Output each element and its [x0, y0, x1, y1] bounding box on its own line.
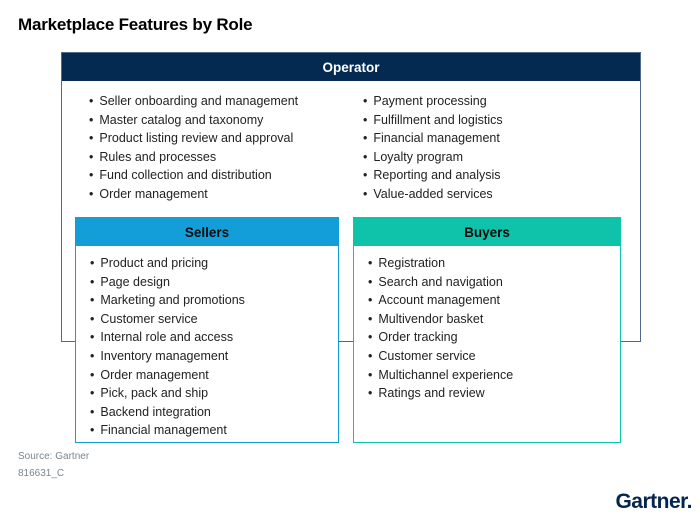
operator-features-left: Seller onboarding and managementMaster c…	[89, 92, 363, 204]
operator-header-label: Operator	[322, 59, 380, 75]
operator-features-right: Payment processingFulfillment and logist…	[363, 92, 613, 204]
buyers-header: Buyers	[354, 218, 620, 246]
list-item: Product and pricing	[90, 254, 338, 273]
page-title: Marketplace Features by Role	[18, 15, 253, 34]
document-id: 816631_C	[18, 468, 65, 479]
sellers-header: Sellers	[76, 218, 338, 246]
list-item: Order tracking	[368, 328, 620, 347]
list-item: Value-added services	[363, 185, 613, 204]
source-line: Source: Gartner	[18, 451, 90, 462]
list-item: Backend integration	[90, 403, 338, 422]
list-item: Product listing review and approval	[89, 129, 363, 148]
list-item: Multivendor basket	[368, 310, 620, 329]
buyers-box: Buyers RegistrationSearch and navigation…	[353, 217, 621, 443]
operator-header: Operator	[62, 53, 640, 81]
list-item: Customer service	[90, 310, 338, 329]
source-block: Source: Gartner 816631_C	[18, 448, 89, 482]
list-item: Inventory management	[90, 347, 338, 366]
buyers-header-label: Buyers	[464, 224, 510, 240]
list-item: Order management	[89, 185, 363, 204]
list-item: Account management	[368, 291, 620, 310]
list-item: Multichannel experience	[368, 366, 620, 385]
list-item: Reporting and analysis	[363, 166, 613, 185]
list-item: Payment processing	[363, 92, 613, 111]
list-item: Customer service	[368, 347, 620, 366]
list-item: Loyalty program	[363, 148, 613, 167]
buyers-features: RegistrationSearch and navigationAccount…	[354, 246, 620, 403]
operator-feature-columns: Seller onboarding and managementMaster c…	[62, 81, 640, 204]
list-item: Fulfillment and logistics	[363, 111, 613, 130]
list-item: Financial management	[90, 421, 338, 440]
gartner-logo: Gartner.	[615, 490, 692, 513]
list-item: Search and navigation	[368, 273, 620, 292]
list-item: Pick, pack and ship	[90, 384, 338, 403]
list-item: Page design	[90, 273, 338, 292]
list-item: Seller onboarding and management	[89, 92, 363, 111]
list-item: Master catalog and taxonomy	[89, 111, 363, 130]
list-item: Fund collection and distribution	[89, 166, 363, 185]
list-item: Order management	[90, 366, 338, 385]
sellers-box: Sellers Product and pricingPage designMa…	[75, 217, 339, 443]
sellers-header-label: Sellers	[184, 224, 230, 240]
list-item: Registration	[368, 254, 620, 273]
list-item: Rules and processes	[89, 148, 363, 167]
list-item: Financial management	[363, 129, 613, 148]
list-item: Marketing and promotions	[90, 291, 338, 310]
sellers-features: Product and pricingPage designMarketing …	[76, 246, 338, 440]
list-item: Ratings and review	[368, 384, 620, 403]
list-item: Internal role and access	[90, 328, 338, 347]
